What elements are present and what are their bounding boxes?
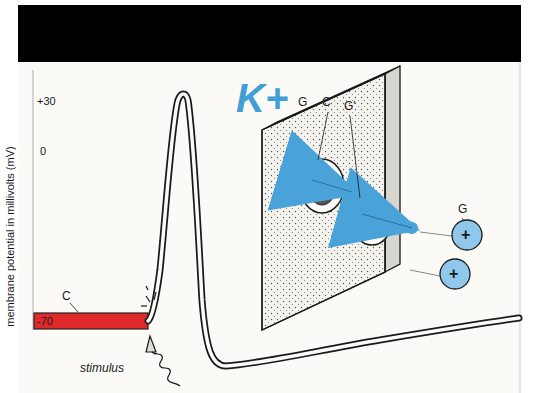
part-letter: C [62, 290, 71, 302]
axis-value: +30 [37, 96, 56, 107]
potassium-channel [300, 159, 392, 245]
axis-value: -70 [37, 316, 53, 327]
axis-line [33, 70, 34, 330]
ion-charge: + [449, 266, 458, 282]
leader-line [70, 112, 464, 312]
potassium-ion [410, 220, 482, 289]
scan-ground [18, 62, 521, 393]
stimulus-electrode [141, 286, 180, 386]
title-bar [18, 5, 521, 62]
part-letter: G [298, 96, 307, 108]
part-letter: C [322, 96, 331, 108]
axis-title: membrane potential in millivolts (mV) [5, 146, 16, 326]
ion-symbol: K+ [236, 78, 288, 118]
resting-bar [34, 313, 148, 329]
stimulus-label: stimulus [80, 362, 124, 374]
part-letter: G [458, 203, 467, 215]
ion-flow-arrow [312, 180, 412, 228]
ion-charge: + [461, 227, 470, 243]
part-letter: G' [344, 100, 356, 112]
axis-value: 0 [40, 146, 46, 157]
